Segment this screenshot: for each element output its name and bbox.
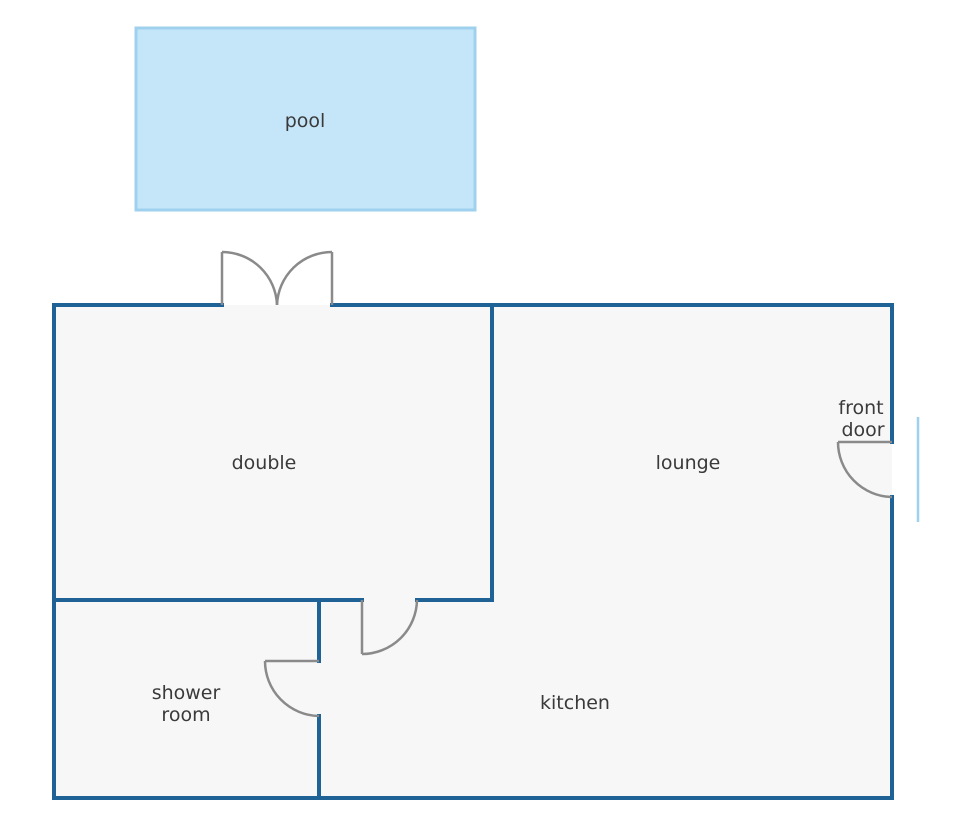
shower-room-label-line2: room [161,704,210,726]
door-double-kitchen [360,599,419,656]
interior-walls [52,303,494,800]
patio-double-door [220,250,334,306]
double-label: double [232,452,297,474]
kitchen-floor [319,600,892,798]
shower-room-label-line1: shower [152,682,221,704]
door-shower-room [263,659,320,718]
front-door [836,440,893,499]
front-door-label-line2: door [841,419,884,441]
double-floor [54,305,492,600]
kitchen-label: kitchen [540,692,610,714]
outer-walls [52,303,894,800]
front-door-label-line1: front [838,397,883,419]
lounge-label: lounge [656,452,721,474]
pool-label: pool [285,110,326,132]
pool [134,26,477,212]
lounge-floor [492,305,892,600]
shower-room-floor [54,600,319,798]
